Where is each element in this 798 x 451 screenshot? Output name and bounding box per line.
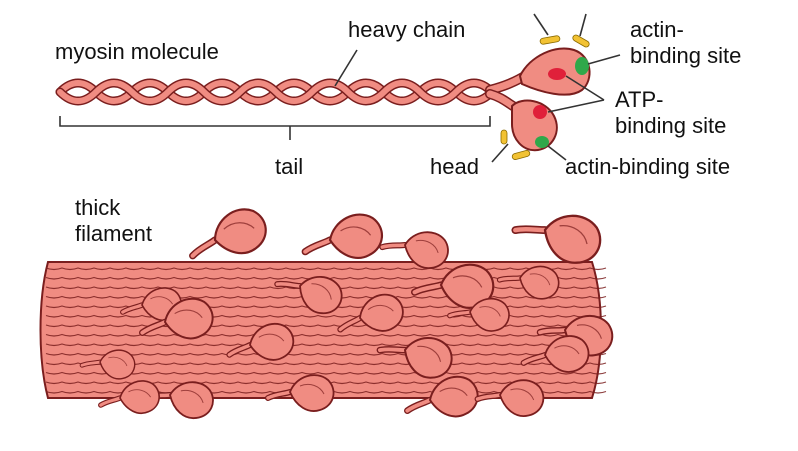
filament-myosin-head bbox=[300, 211, 385, 267]
label-thick-filament-line2: filament bbox=[75, 222, 152, 246]
actin-binding-site-lower bbox=[535, 136, 549, 148]
light-chain-1 bbox=[540, 35, 561, 44]
light-chain-4 bbox=[512, 150, 531, 160]
label-actin-binding-site-top-line1: actin- bbox=[630, 18, 684, 42]
label-atp-binding-site-line2: binding site bbox=[615, 114, 726, 138]
atp-binding-site-upper bbox=[548, 68, 566, 80]
label-actin-binding-site-bottom: actin-binding site bbox=[565, 155, 730, 179]
light-chain-3 bbox=[501, 130, 507, 144]
label-atp-binding-site-line1: ATP- bbox=[615, 88, 663, 112]
label-head: head bbox=[430, 155, 479, 179]
label-myosin-molecule: myosin molecule bbox=[55, 40, 219, 64]
actin-binding-site-upper bbox=[575, 57, 589, 75]
atp-binding-site-lower bbox=[533, 105, 547, 119]
label-heavy-chain: heavy chain bbox=[348, 18, 465, 42]
label-actin-binding-site-top-line2: binding site bbox=[630, 44, 741, 68]
filament-myosin-head bbox=[511, 201, 605, 268]
label-thick-filament-line1: thick bbox=[75, 196, 120, 220]
filament-myosin-head bbox=[183, 203, 272, 270]
light-chain-2 bbox=[572, 34, 591, 48]
label-tail: tail bbox=[275, 155, 303, 179]
